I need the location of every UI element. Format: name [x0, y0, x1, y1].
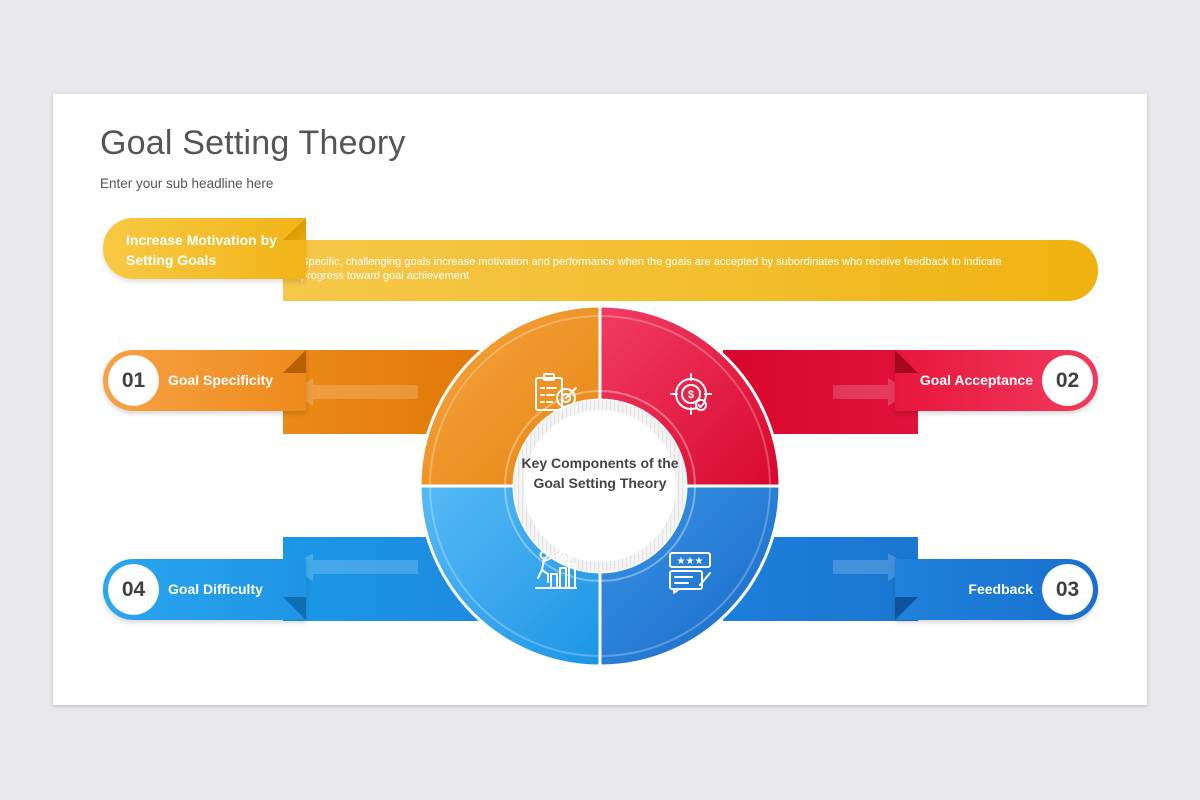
- component-label: Feedback: [968, 581, 1033, 597]
- number-badge: 03: [1042, 564, 1093, 615]
- arm-goal-acceptance: [723, 350, 918, 434]
- checklist-target-icon: [535, 373, 577, 411]
- number-badge: 02: [1042, 355, 1093, 406]
- number-badge: 04: [108, 564, 159, 615]
- component-goal-acceptance: 02 Goal Acceptance: [895, 350, 1098, 411]
- svg-text:$: $: [688, 389, 694, 401]
- component-label: Goal Specificity: [168, 372, 274, 388]
- arrow-left-icon: [291, 553, 418, 581]
- component-feedback: 03 Feedback: [895, 559, 1098, 620]
- slide: Goal Setting Theory Enter your sub headl…: [53, 94, 1147, 705]
- page-title: Goal Setting Theory: [100, 124, 406, 162]
- component-label: Goal Difficulty: [168, 581, 263, 597]
- svg-text:★★★: ★★★: [677, 556, 704, 567]
- number-badge: 01: [108, 355, 159, 406]
- page-subtitle: Enter your sub headline here: [100, 176, 274, 191]
- dollar-target-icon: $: [670, 373, 712, 415]
- motivation-label: Increase Motivation by Setting Goals: [126, 232, 277, 268]
- arrow-right-icon: [833, 553, 910, 581]
- motivation-description: Specific, challenging goals increase mot…: [301, 256, 1002, 282]
- motivation-tab: Increase Motivation by Setting Goals: [103, 218, 306, 279]
- growth-climb-icon: [535, 550, 577, 589]
- center-label: Key Components of the Goal Setting Theor…: [521, 455, 679, 491]
- rating-review-icon: ★★★: [669, 552, 711, 594]
- components-donut: $ ★★★: [418, 304, 782, 668]
- component-label: Goal Acceptance: [919, 372, 1033, 388]
- motivation-banner: Specific, challenging goals increase mot…: [283, 240, 1098, 301]
- arrow-left-icon: [291, 378, 418, 406]
- component-goal-difficulty: 04 Goal Difficulty: [103, 559, 306, 620]
- component-goal-specificity: 01 Goal Specificity: [103, 350, 306, 411]
- arrow-right-icon: [833, 378, 910, 406]
